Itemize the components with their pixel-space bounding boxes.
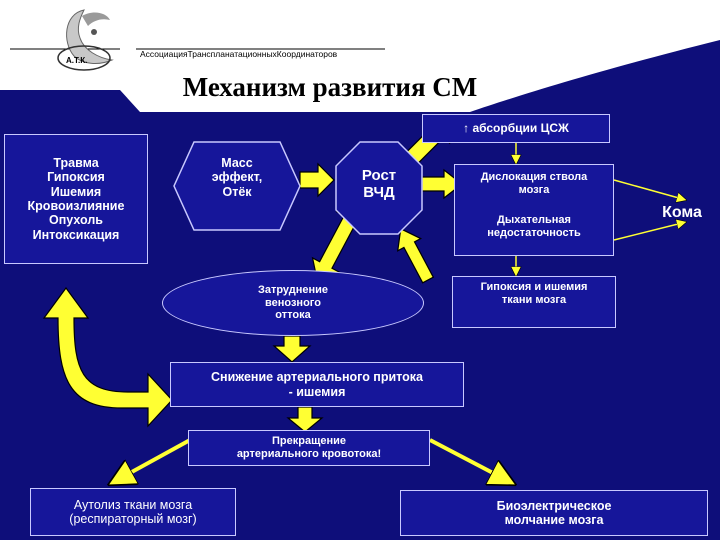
cause-intoxication: Интоксикация	[32, 227, 120, 242]
coma-label: Кома	[662, 204, 702, 221]
connector-dislocation-to-coma	[613, 179, 686, 200]
blood-flow-stop-box: Прекращение артериального кровотока!	[188, 430, 430, 466]
respiratory-line-2: недостаточность	[487, 226, 581, 239]
connector-stop-to-autolysis	[110, 438, 191, 484]
dislocation-line-1: Дислокация ствола	[480, 171, 588, 183]
hypoxia-ischemia-box: Гипоксия и ишемия ткани мозга	[452, 276, 616, 328]
cause-hemorrhage: Кровоизлияние	[27, 199, 125, 213]
csf-absorption-box: ↑ абсорбции ЦСЖ	[422, 114, 610, 143]
arrow-hypoxia-to-icp	[396, 227, 435, 284]
logo-abbreviation: А.Т.К.	[66, 56, 88, 65]
brainstem-respiratory-box: Дислокация ствола мозга Дыхательная недо…	[454, 164, 614, 256]
mass-effect-shape	[173, 141, 301, 231]
autolysis-box: Аутолиз ткани мозга (респираторный мозг)	[30, 488, 236, 536]
cause-hypoxia: Гипоксия	[47, 170, 105, 185]
icp-growth-label: Рост ВЧД	[361, 167, 397, 202]
arrow-arterial-to-stop	[286, 406, 324, 433]
icp-growth-shape	[335, 141, 423, 235]
feedback-arrow	[42, 286, 173, 428]
slide-title: Механизм развития СМ	[182, 72, 478, 102]
connector-stop-to-silence	[429, 438, 514, 484]
cause-ischemia: Ишемия	[50, 184, 102, 199]
mass-effect-label: Масс эффект, Отёк	[211, 156, 263, 199]
venous-outflow-ellipse: Затруднение венозного оттока	[162, 270, 424, 336]
causes-box: Травма Гипоксия Ишемия Кровоизлияние Опу…	[4, 134, 148, 264]
cause-tumor: Опухоль	[49, 213, 103, 228]
logo-caption: АссоциацияТранспланатационныхКоординатор…	[140, 49, 338, 59]
logo-icon	[57, 9, 114, 71]
respiratory-line-1: Дыхательная	[497, 214, 571, 227]
arrow-icp-to-dislocation	[421, 168, 463, 200]
arrow-mass-to-icp	[299, 162, 335, 198]
cause-trauma: Травма	[53, 155, 99, 170]
arterial-inflow-box: Снижение артериального притока - ишемия	[170, 362, 464, 407]
connector-respiratory-to-coma	[613, 222, 686, 241]
bioelectric-silence-box: Биоэлектрическое молчание мозга	[400, 490, 708, 536]
arrow-venous-to-arterial	[272, 335, 312, 363]
dislocation-line-2: мозга	[518, 183, 550, 196]
